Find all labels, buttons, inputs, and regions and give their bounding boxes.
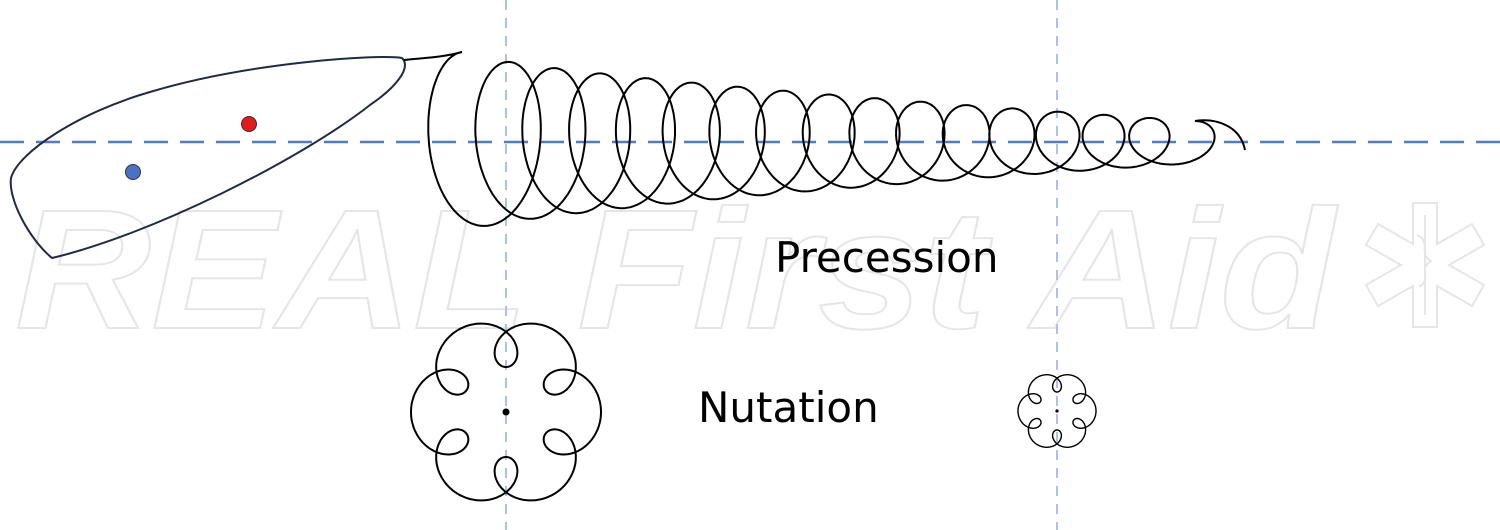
watermark-text: REAL First Aid <box>15 175 1338 365</box>
precession-spiral <box>403 51 1246 227</box>
nutation-large-center-dot <box>502 408 510 416</box>
nutation-small-figure <box>1017 374 1097 448</box>
star-of-life-icon <box>1364 202 1486 328</box>
nutation-small-curve <box>1017 374 1097 448</box>
projectile-outline <box>9 56 406 260</box>
projectile <box>9 56 406 260</box>
nutation-large-figure <box>410 322 602 502</box>
precession-label: Precession <box>775 233 998 282</box>
watermark: REAL First Aid <box>14 174 1486 366</box>
center-of-pressure-marker <box>241 116 257 132</box>
nutation-label: Nutation <box>698 383 879 432</box>
nutation-large-curve <box>410 322 602 502</box>
center-of-gravity-marker <box>125 164 141 180</box>
nutation-small-center-dot <box>1055 409 1059 413</box>
